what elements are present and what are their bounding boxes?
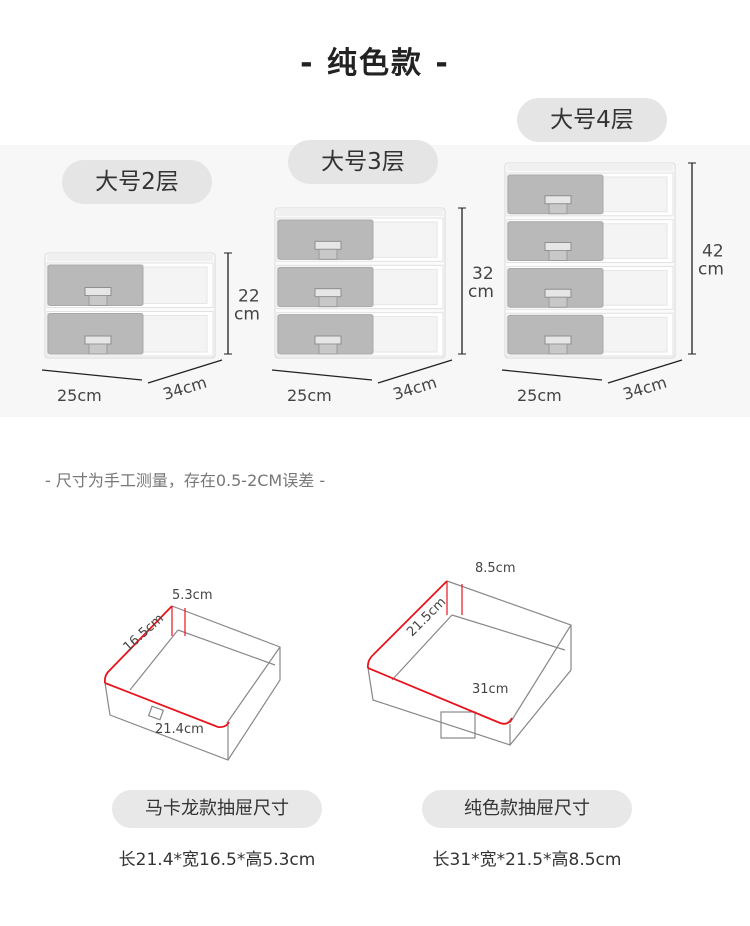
tray-outline [367, 580, 572, 746]
drawer-handle-recess [548, 296, 568, 308]
height-value: 22 [238, 287, 260, 307]
label-large-4-tier: 大号4层 [517, 98, 667, 142]
width-dimension-line [41, 369, 143, 381]
highlight-depth-edge [366, 580, 448, 669]
width-value: 25cm [287, 386, 332, 405]
tray1-width-label: 21.4cm [155, 722, 204, 737]
tier-side-panel [371, 268, 438, 306]
drawer-handle-recess [318, 248, 338, 260]
macaron-tray-title: 马卡龙款抽屉尺寸 [112, 790, 322, 828]
height-value: 32 [472, 264, 494, 284]
tier-side-panel [141, 315, 208, 353]
tier-side-panel [371, 316, 438, 353]
drawer-handle-recess [548, 343, 568, 355]
highlight-height-edge [171, 606, 186, 636]
highlight-height-edge [446, 581, 463, 615]
tier-side-panel [601, 270, 668, 306]
tray-handle-notch [147, 705, 165, 721]
tray-right-rim [509, 624, 572, 724]
depth-dimension-line [147, 359, 223, 384]
highlight-depth-edge [103, 605, 173, 684]
tray2-width-label: 31cm [472, 682, 508, 697]
tray2-height-label: 8.5cm [475, 561, 516, 576]
width-dimension-line [501, 369, 603, 381]
drawer-handle-recess [318, 296, 338, 308]
highlight-width-edge [367, 667, 513, 725]
label-large-3-tier: 大号3层 [288, 140, 438, 184]
measurement-note: - 尺寸为手工测量，存在0.5-2CM误差 - [45, 471, 326, 490]
width-value: 25cm [517, 386, 562, 405]
cabinet-top [507, 163, 673, 171]
label-large-2-tier: 大号2层 [62, 160, 212, 204]
highlight-width-edge [104, 682, 230, 729]
height-unit: cm [234, 305, 260, 325]
macaron-tray-spec: 长21.4*宽16.5*高5.3cm [118, 850, 316, 870]
page-title: - 纯色款 - [300, 46, 450, 81]
height-unit: cm [468, 282, 494, 302]
solid-tray-drawing [366, 580, 572, 746]
drawer-handle-recess [88, 295, 108, 306]
macaron-tray-drawing [103, 605, 281, 761]
height-unit: cm [698, 260, 724, 280]
tray-outline [104, 605, 281, 761]
tray1-height-label: 5.3cm [172, 588, 213, 603]
drawer-handle-recess [548, 250, 568, 261]
solid-tray-title: 纯色款抽屉尺寸 [422, 790, 632, 828]
tier-side-panel [371, 221, 438, 258]
cabinet-top [47, 253, 213, 261]
cabinet-top [277, 208, 443, 216]
drawer-handle-recess [88, 343, 108, 355]
width-dimension-line [271, 369, 373, 381]
tray-inner-lines [129, 629, 276, 760]
height-value: 42 [702, 242, 724, 262]
depth-dimension-line [607, 359, 683, 384]
tray-handle-notch [440, 711, 476, 739]
tier-side-panel [601, 223, 668, 259]
solid-tray-spec: 长31*宽*21.5*高8.5cm [432, 850, 622, 870]
tray-right-rim [226, 646, 281, 724]
tray-inner-lines [391, 614, 566, 745]
tray1-depth-label: 16.5cm [121, 611, 167, 655]
depth-dimension-line [377, 359, 453, 384]
drawer-handle-recess [318, 343, 338, 355]
drawer-handle-recess [548, 203, 568, 215]
width-value: 25cm [57, 386, 102, 405]
